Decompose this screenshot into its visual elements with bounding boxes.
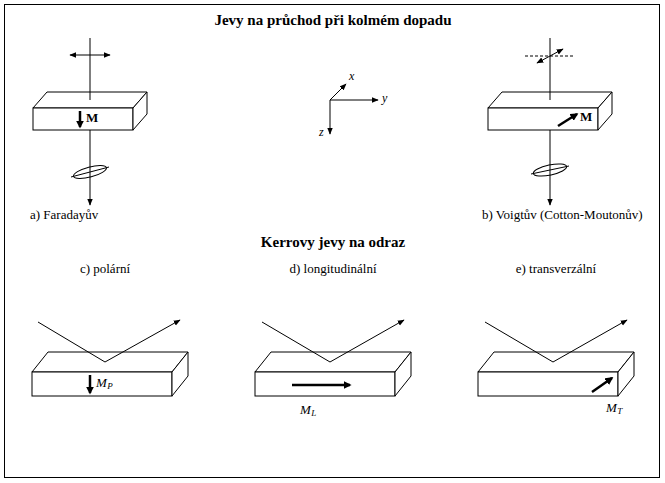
magnetization-label: M <box>580 110 592 124</box>
effect-caption: c) polární <box>80 262 130 276</box>
drawing-part <box>478 372 618 396</box>
drawing-part <box>618 352 634 396</box>
drawing-part <box>255 372 395 396</box>
magnetization-label: M <box>96 376 107 390</box>
axis-label: z <box>319 126 324 139</box>
axis-y <box>330 100 378 101</box>
magnetization-arrow <box>592 378 612 392</box>
sample-slab <box>255 352 411 396</box>
effect-caption: a) Faradayův <box>30 208 98 222</box>
drawing-part <box>478 352 634 372</box>
magnetization-arrow <box>558 114 577 126</box>
drawing-part <box>395 352 411 396</box>
axis-label: y <box>382 92 387 105</box>
magnetization-arrow <box>89 375 92 393</box>
light-beam <box>550 38 551 100</box>
effect-caption: e) transverzální <box>516 262 596 276</box>
light-beam <box>485 320 627 362</box>
subscript: T <box>617 407 622 417</box>
section-heading: Kerrovy jevy na odraz <box>261 234 405 251</box>
drawing-part <box>488 108 598 130</box>
polarization-axis <box>71 167 109 177</box>
magnetization-label: M <box>86 111 98 125</box>
subscript: L <box>311 409 316 419</box>
magnetization-arrow <box>292 384 350 387</box>
diagram-title: Jevy na průchod při kolmém dopadu <box>214 12 451 29</box>
polarization-arrow <box>537 49 563 63</box>
polarization-arrow <box>70 55 110 56</box>
effect-caption: d) longitudinální <box>289 262 376 276</box>
drawing-part <box>598 92 612 130</box>
effect-caption: b) Voigtův (Cotton-Moutonův) <box>482 208 643 222</box>
polarization-axis <box>531 166 569 174</box>
light-beam <box>90 38 91 100</box>
drawing-part <box>255 352 411 372</box>
axis-z <box>330 100 331 134</box>
subscript: P <box>107 382 113 392</box>
light-beam <box>38 320 180 362</box>
frame <box>5 5 660 478</box>
light-beam <box>90 130 91 205</box>
sample-slab <box>478 352 634 396</box>
axis-label: x <box>349 70 354 83</box>
drawing-part <box>133 92 147 130</box>
magnetization-arrow <box>79 111 82 127</box>
drawing-part <box>32 352 188 372</box>
light-beam <box>550 130 551 205</box>
sample-slab <box>32 352 188 396</box>
drawing-part <box>32 372 172 396</box>
magnetization-label: M <box>300 403 311 417</box>
drawing-part <box>172 352 188 396</box>
axis-x <box>330 84 346 100</box>
magnetization-label: M <box>606 401 617 415</box>
drawing-part <box>33 108 133 130</box>
light-beam <box>262 320 404 362</box>
